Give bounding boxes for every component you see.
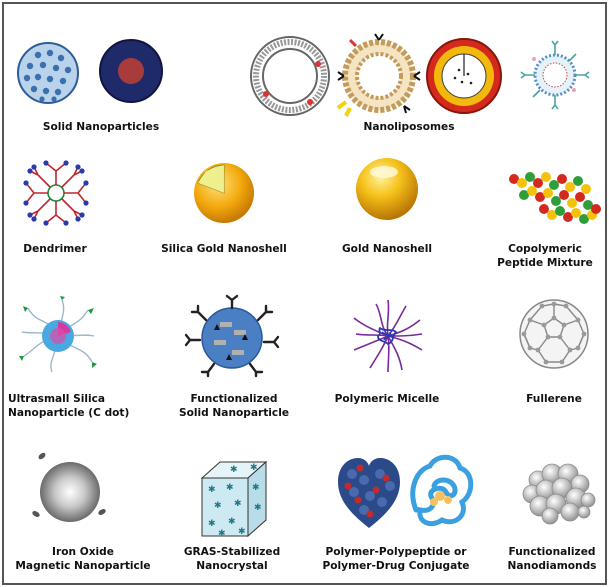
solid-nanoparticle-core-icon — [99, 39, 163, 103]
silica-gold-nanoshell-icon — [194, 163, 254, 223]
solid-nanoparticle-dotted-icon — [17, 42, 79, 104]
label-copolymeric-line1: Copolymeric — [508, 243, 582, 255]
label-copolymeric-peptide: Copolymeric Peptide Mixture — [482, 242, 608, 270]
label-nanocrystal: GRAS-Stabilized Nanocrystal — [170, 545, 294, 573]
liposome-targeted-icon — [520, 40, 590, 110]
label-functionalized-solid-np: Functionalized Solid Nanoparticle — [164, 392, 304, 420]
label-iron-oxide-line2: Magnetic Nanoparticle — [15, 560, 151, 572]
label-nanoliposomes: Nanoliposomes — [363, 121, 455, 133]
svg-text:✱: ✱ — [208, 485, 216, 495]
polymer-drug-conjugate-icon — [410, 454, 474, 527]
liposome-drug-loaded-icon — [426, 38, 502, 114]
svg-text:✱: ✱ — [214, 501, 222, 511]
label-nanocrystal-line1: GRAS-Stabilized — [183, 546, 281, 558]
label-fullerene: Fullerene — [526, 393, 582, 405]
c-dot-icon — [19, 296, 97, 373]
iron-oxide-np-icon — [32, 452, 106, 522]
label-polymer-conjugate: Polymer-Polypeptide or Polymer-Drug Conj… — [316, 545, 476, 573]
label-polymer-line1: Polymer-Polypeptide or — [325, 546, 467, 558]
svg-text:✱: ✱ — [234, 499, 242, 509]
label-c-dot: Ultrasmall Silica Nanoparticle (C dot) — [8, 392, 140, 420]
svg-text:✱: ✱ — [252, 483, 260, 493]
label-c-dot-line1: Ultrasmall Silica — [8, 393, 106, 405]
label-nanocrystal-line2: Nanocrystal — [196, 560, 268, 572]
nanodiamond-icon — [522, 463, 596, 525]
svg-text:✱: ✱ — [226, 483, 234, 493]
svg-text:✱: ✱ — [218, 529, 226, 539]
label-nanodiamond-line1: Functionalized — [508, 546, 596, 558]
dendrimer-icon — [23, 160, 89, 226]
gold-nanoshell-icon — [356, 158, 418, 220]
label-gold-nanoshell: Gold Nanoshell — [341, 243, 432, 255]
label-functionalized-line1: Functionalized — [190, 393, 278, 405]
functionalized-solid-np-icon — [184, 294, 280, 378]
nanocrystal-icon: ✱✱✱✱ ✱✱✱✱ ✱✱✱✱ — [200, 460, 268, 539]
liposome-bilayer-icon — [250, 36, 330, 116]
liposome-gold-icon — [336, 33, 421, 117]
label-polymeric-micelle: Polymeric Micelle — [334, 393, 440, 405]
label-nanodiamond: Functionalized Nanodiamonds — [494, 545, 609, 573]
label-iron-oxide-np: Iron Oxide Magnetic Nanoparticle — [4, 545, 162, 573]
svg-text:✱: ✱ — [208, 519, 216, 529]
polymer-polypeptide-icon — [338, 458, 400, 528]
svg-text:✱: ✱ — [250, 463, 258, 473]
label-functionalized-line2: Solid Nanoparticle — [178, 407, 290, 419]
label-silica-gold-nanoshell: Silica Gold Nanoshell — [161, 243, 287, 255]
label-solid-nanoparticles: Solid Nanoparticles — [42, 121, 160, 133]
svg-text:✱: ✱ — [254, 503, 262, 513]
copolymeric-peptide-icon — [509, 172, 601, 224]
polymeric-micelle-icon — [353, 299, 423, 373]
label-polymer-line2: Polymer-Drug Conjugate — [322, 560, 470, 572]
label-c-dot-line2: Nanoparticle (C dot) — [8, 407, 130, 419]
label-iron-oxide-line1: Iron Oxide — [52, 546, 114, 558]
label-nanodiamond-line2: Nanodiamonds — [507, 560, 597, 572]
svg-text:✱: ✱ — [228, 517, 236, 527]
label-copolymeric-line2: Peptide Mixture — [497, 257, 593, 269]
svg-text:✱: ✱ — [238, 527, 246, 537]
svg-text:✱: ✱ — [230, 465, 238, 475]
fullerene-icon — [519, 299, 589, 369]
label-dendrimer: Dendrimer — [23, 243, 87, 255]
